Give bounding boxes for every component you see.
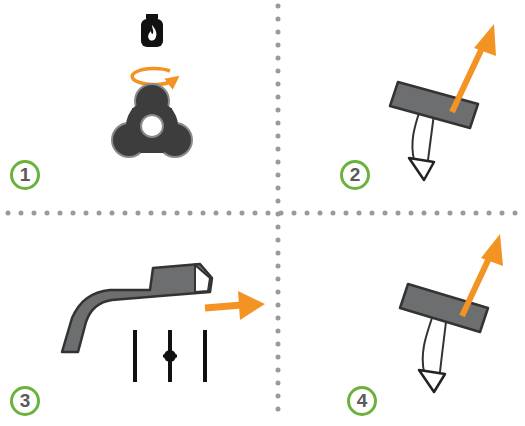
- rotation-arrow: [132, 69, 174, 85]
- callout-number: 3: [10, 386, 40, 416]
- pull-tab: [400, 234, 503, 392]
- control-knob: [112, 84, 192, 157]
- callout-number: 2: [340, 160, 370, 190]
- callout-number: 1: [10, 160, 40, 190]
- slide-arrow: [205, 291, 265, 320]
- slider-symbol: [135, 330, 205, 382]
- divider: [8, 211, 518, 216]
- pull-tab: [390, 24, 496, 180]
- callout-number: 4: [347, 386, 377, 416]
- divider: [276, 6, 281, 420]
- gas-bottle-icon: [141, 14, 163, 47]
